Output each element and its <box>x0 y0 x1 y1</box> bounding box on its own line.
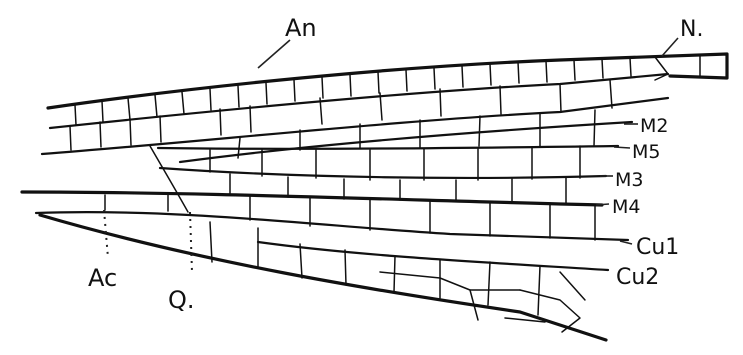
m2-vein <box>180 122 632 162</box>
label-m3: M3 <box>615 169 643 191</box>
cross-vein <box>210 222 212 262</box>
cross-vein <box>182 92 184 114</box>
cross-vein <box>130 119 131 145</box>
cross-vein <box>610 80 612 108</box>
cross-vein <box>345 250 346 285</box>
cross-vein <box>155 95 157 117</box>
cross-vein <box>488 262 490 305</box>
m3-vein <box>160 168 606 178</box>
cross-vein <box>490 64 491 85</box>
arculus-vein <box>150 146 188 212</box>
cross-vein <box>630 58 631 76</box>
cross-vein <box>300 244 302 278</box>
cross-vein <box>294 80 295 101</box>
cross-vein <box>210 89 211 110</box>
n-pointer-line <box>662 38 678 56</box>
label-cu2: Cu2 <box>616 265 659 290</box>
cross-vein <box>500 86 501 114</box>
q-pointer-line <box>190 212 192 272</box>
label-m4: M4 <box>612 196 640 218</box>
m5-vein <box>158 146 618 149</box>
cross-vein <box>560 272 585 300</box>
m4-vein <box>22 192 602 205</box>
costa-vein <box>48 54 727 108</box>
cross-vein <box>602 59 603 78</box>
cross-vein <box>70 126 71 150</box>
cross-vein <box>434 68 435 89</box>
cross-vein <box>378 72 379 93</box>
subcosta-vein <box>50 74 668 128</box>
cross-vein <box>538 266 540 315</box>
cross-vein <box>462 66 463 87</box>
label-m2: M2 <box>640 115 668 137</box>
cross-vein <box>322 77 323 98</box>
cross-vein <box>75 105 76 125</box>
hind-margin <box>40 215 606 340</box>
cubitus-vein <box>36 212 628 240</box>
cross-vein <box>440 89 441 116</box>
label-cu1: Cu1 <box>636 235 679 260</box>
label-an: An <box>285 14 317 42</box>
label-n: N. <box>680 17 703 42</box>
cross-vein <box>350 75 351 96</box>
cross-vein <box>560 84 561 112</box>
pointer-lines <box>104 38 678 272</box>
cross-vein <box>518 62 519 83</box>
cross-vein <box>128 98 130 120</box>
label-m5: M5 <box>632 141 660 163</box>
cross-vein <box>380 272 520 290</box>
cross-vein <box>574 60 575 80</box>
cross-vein <box>594 110 595 146</box>
m4-pointer-line <box>596 204 609 205</box>
an-pointer-line <box>258 40 290 68</box>
label-ac: Ac <box>88 264 117 292</box>
cross-vein <box>220 109 221 135</box>
label-q: Q. <box>168 286 195 314</box>
cross-vein <box>102 101 103 122</box>
cross-vein <box>479 116 480 146</box>
cu1-pointer-line <box>620 241 632 244</box>
cross-vein <box>250 106 251 132</box>
cross-vein <box>160 116 161 142</box>
cross-vein <box>546 61 547 82</box>
cross-vein <box>406 70 407 91</box>
cross-vein <box>100 122 101 147</box>
cross-vein <box>238 86 239 107</box>
nodus-vein <box>655 57 668 80</box>
cu2-vein <box>258 242 608 270</box>
m5-pointer-line <box>614 147 630 148</box>
cross-vein <box>266 83 267 104</box>
cross-vein <box>520 290 580 332</box>
